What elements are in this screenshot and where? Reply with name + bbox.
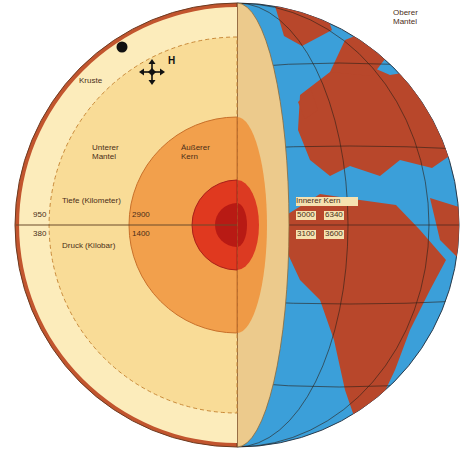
layer-fill [192,180,237,270]
layer-fill [129,117,237,333]
continent [298,62,458,176]
pressure-value: 3100 [296,230,316,239]
equator-line [16,225,237,226]
layer-fill [19,7,237,443]
grid-line [237,3,429,447]
cross-bar [151,63,153,81]
layer-shape [192,180,362,270]
layer-label: Kruste [79,77,113,86]
axis-title: Tiefe (Kilometer) [62,197,121,206]
symbol-letter: H [168,55,175,66]
layer-label: Innerer Kern [296,197,358,206]
depth-value: 6340 [324,211,344,220]
arrow-head [139,69,144,76]
lower-mantle-layer: Unterer MantelÄußerer KernInnerer Kern [49,37,425,413]
crust-layer: KrusteOberer MantelUnterer MantelÄußerer… [15,3,459,447]
cut-face-inner-core [237,180,259,270]
continent [298,90,318,119]
cut-face [237,3,289,447]
cross-center [148,68,156,76]
inner-core-layer: Innerer Kern [192,180,362,270]
axis-title: Druck (Kilobar) [62,242,115,251]
arrow-head [160,69,165,76]
core-center [215,203,237,247]
depth-value: 5000 [296,211,316,220]
depth-value: 2900 [132,211,150,220]
force-cross-symbol [139,59,165,85]
grid-lines [237,3,462,447]
pressure-value: 1400 [132,230,150,239]
continent [275,2,332,46]
layer-label: Unterer Mantel [92,144,132,162]
map [237,2,462,447]
depth-value: 950 [33,211,46,220]
upper-mantle-layer: Oberer MantelUnterer MantelÄußerer KernI… [19,7,455,443]
pressure-value: 3600 [324,230,344,239]
continent [430,198,462,262]
grid-line [237,3,348,447]
cut-face-inner-core [237,203,247,247]
outer-core-layer: Äußerer KernInnerer Kern [129,117,345,333]
location-dot [117,42,128,53]
layer-fill [49,37,237,413]
layer-label: Oberer Mantel [393,9,433,27]
cut-face-outer-core [237,117,267,333]
layer-label: Äußerer Kern [181,144,219,162]
pressure-value: 380 [33,230,46,239]
cross-bar [143,71,161,73]
layer-fill [15,3,237,447]
arrow-head [149,80,156,85]
arrow-head [149,59,156,64]
continent [286,194,446,422]
